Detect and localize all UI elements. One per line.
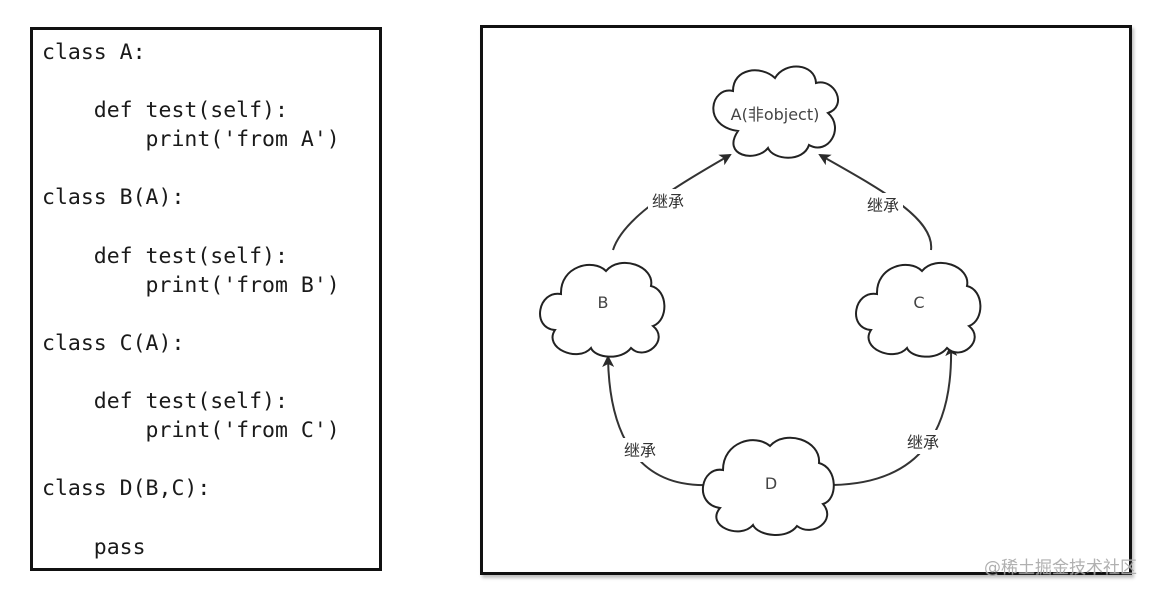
edge-label-bg [620, 438, 660, 462]
code-line: def test(self): [42, 243, 288, 269]
code-panel: class A: def test(self): print('from A')… [30, 27, 382, 571]
code-line: print('from B') [42, 272, 340, 298]
code-line: class A: [42, 40, 146, 65]
node-label: D [765, 474, 777, 493]
node-c: C [855, 261, 982, 358]
diagram-panel: 继承 继承 继承 继承 A(非object) B C [480, 25, 1132, 575]
code-line: class C(A): [42, 330, 185, 356]
edge-label-bg [863, 193, 903, 217]
edge-label: 继承 [624, 441, 656, 460]
code-line [42, 154, 340, 183]
edge-label-bg [903, 430, 943, 454]
code-line: class B(A): [42, 185, 185, 211]
node-label: C [913, 293, 924, 312]
cloud-shape [712, 65, 839, 159]
watermark: @稀土掘金技术社区 [984, 558, 1137, 578]
edge-line [832, 344, 958, 486]
code-line [42, 445, 340, 474]
node-b: B [539, 261, 666, 358]
edge-label-bg [648, 189, 688, 213]
cloud-shape [855, 261, 982, 358]
edge-d-to-c: 继承 [832, 344, 958, 486]
node-label: A(非object) [731, 105, 820, 124]
code-line [42, 213, 340, 242]
edge-d-to-b: 继承 [602, 355, 710, 487]
code-line: def test(self): [42, 389, 288, 415]
code-line [42, 504, 340, 533]
code-line [42, 358, 340, 387]
code-block: class A: def test(self): print('from A')… [42, 38, 340, 562]
code-line [42, 300, 340, 329]
node-label: B [598, 293, 609, 312]
edge-line [602, 355, 710, 487]
node-d: D [702, 436, 835, 536]
code-line [42, 67, 340, 96]
cloud-shape [702, 436, 835, 536]
cloud-shape [539, 261, 666, 358]
code-line: class D(B,C): [42, 476, 211, 502]
code-line: pass [42, 534, 146, 560]
edge-label: 继承 [907, 433, 939, 452]
code-line: print('from A') [42, 127, 340, 153]
edge-label: 继承 [652, 192, 684, 211]
code-line: print('from C') [42, 418, 340, 444]
inheritance-diagram: 继承 继承 继承 继承 A(非object) B C [539, 65, 982, 536]
edge-label: 继承 [867, 196, 899, 215]
node-a: A(非object) [712, 65, 839, 159]
edge-b-to-a: 继承 [612, 153, 732, 251]
code-line: def test(self): [42, 98, 288, 124]
edge-c-to-a: 继承 [818, 154, 933, 251]
